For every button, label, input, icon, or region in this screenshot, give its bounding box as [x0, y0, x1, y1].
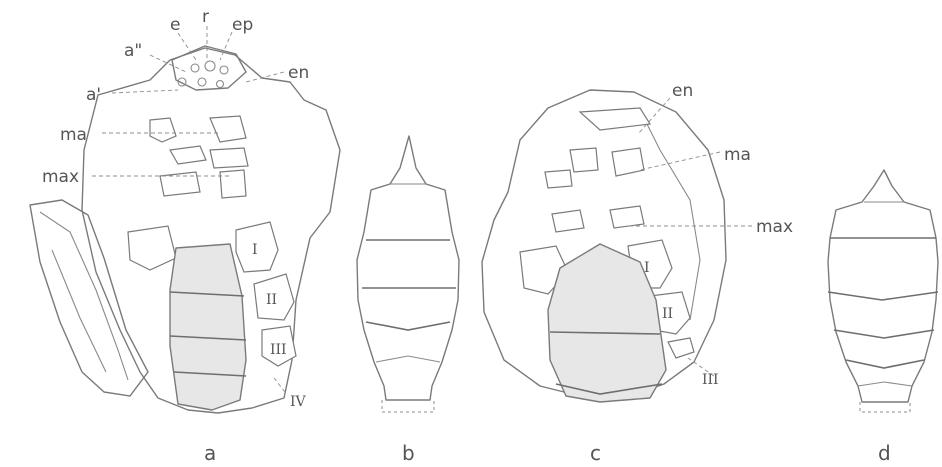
panel-c-label-ma: ma	[724, 145, 751, 165]
panel-a: e r ep a" en a' ma max I II III IV	[30, 7, 340, 413]
panel-c-label-en: en	[672, 81, 693, 101]
panel-a-label-III: III	[270, 342, 287, 358]
panel-b	[357, 136, 459, 412]
panel-a-label-II: II	[266, 292, 277, 308]
panel-a-label-a1: a'	[86, 85, 101, 105]
panel-a-lateral-fragment	[30, 200, 148, 396]
panel-b-outline	[357, 136, 459, 400]
panel-c-label-I: I	[644, 260, 650, 276]
panel-c-label-max: max	[756, 217, 793, 237]
panel-c-label-III: III	[702, 372, 719, 388]
panel-c-label-II: II	[662, 306, 673, 322]
panel-a-label-ep: ep	[232, 15, 253, 35]
caption-a: a	[204, 441, 216, 465]
panel-a-label-ma: ma	[60, 125, 87, 145]
panel-c: en ma max I II III	[482, 81, 793, 402]
caption-c: c	[590, 441, 601, 465]
panel-d	[828, 170, 938, 412]
panel-a-label-a2: a"	[124, 41, 142, 61]
panel-a-label-I: I	[252, 242, 258, 258]
panel-a-label-en: en	[288, 63, 309, 83]
panel-a-label-e: e	[170, 15, 180, 35]
caption-b: b	[402, 441, 415, 465]
panel-a-label-IV: IV	[290, 394, 307, 410]
caption-d: d	[878, 441, 891, 465]
panel-a-label-r: r	[202, 7, 209, 27]
panel-a-label-max: max	[42, 167, 79, 187]
